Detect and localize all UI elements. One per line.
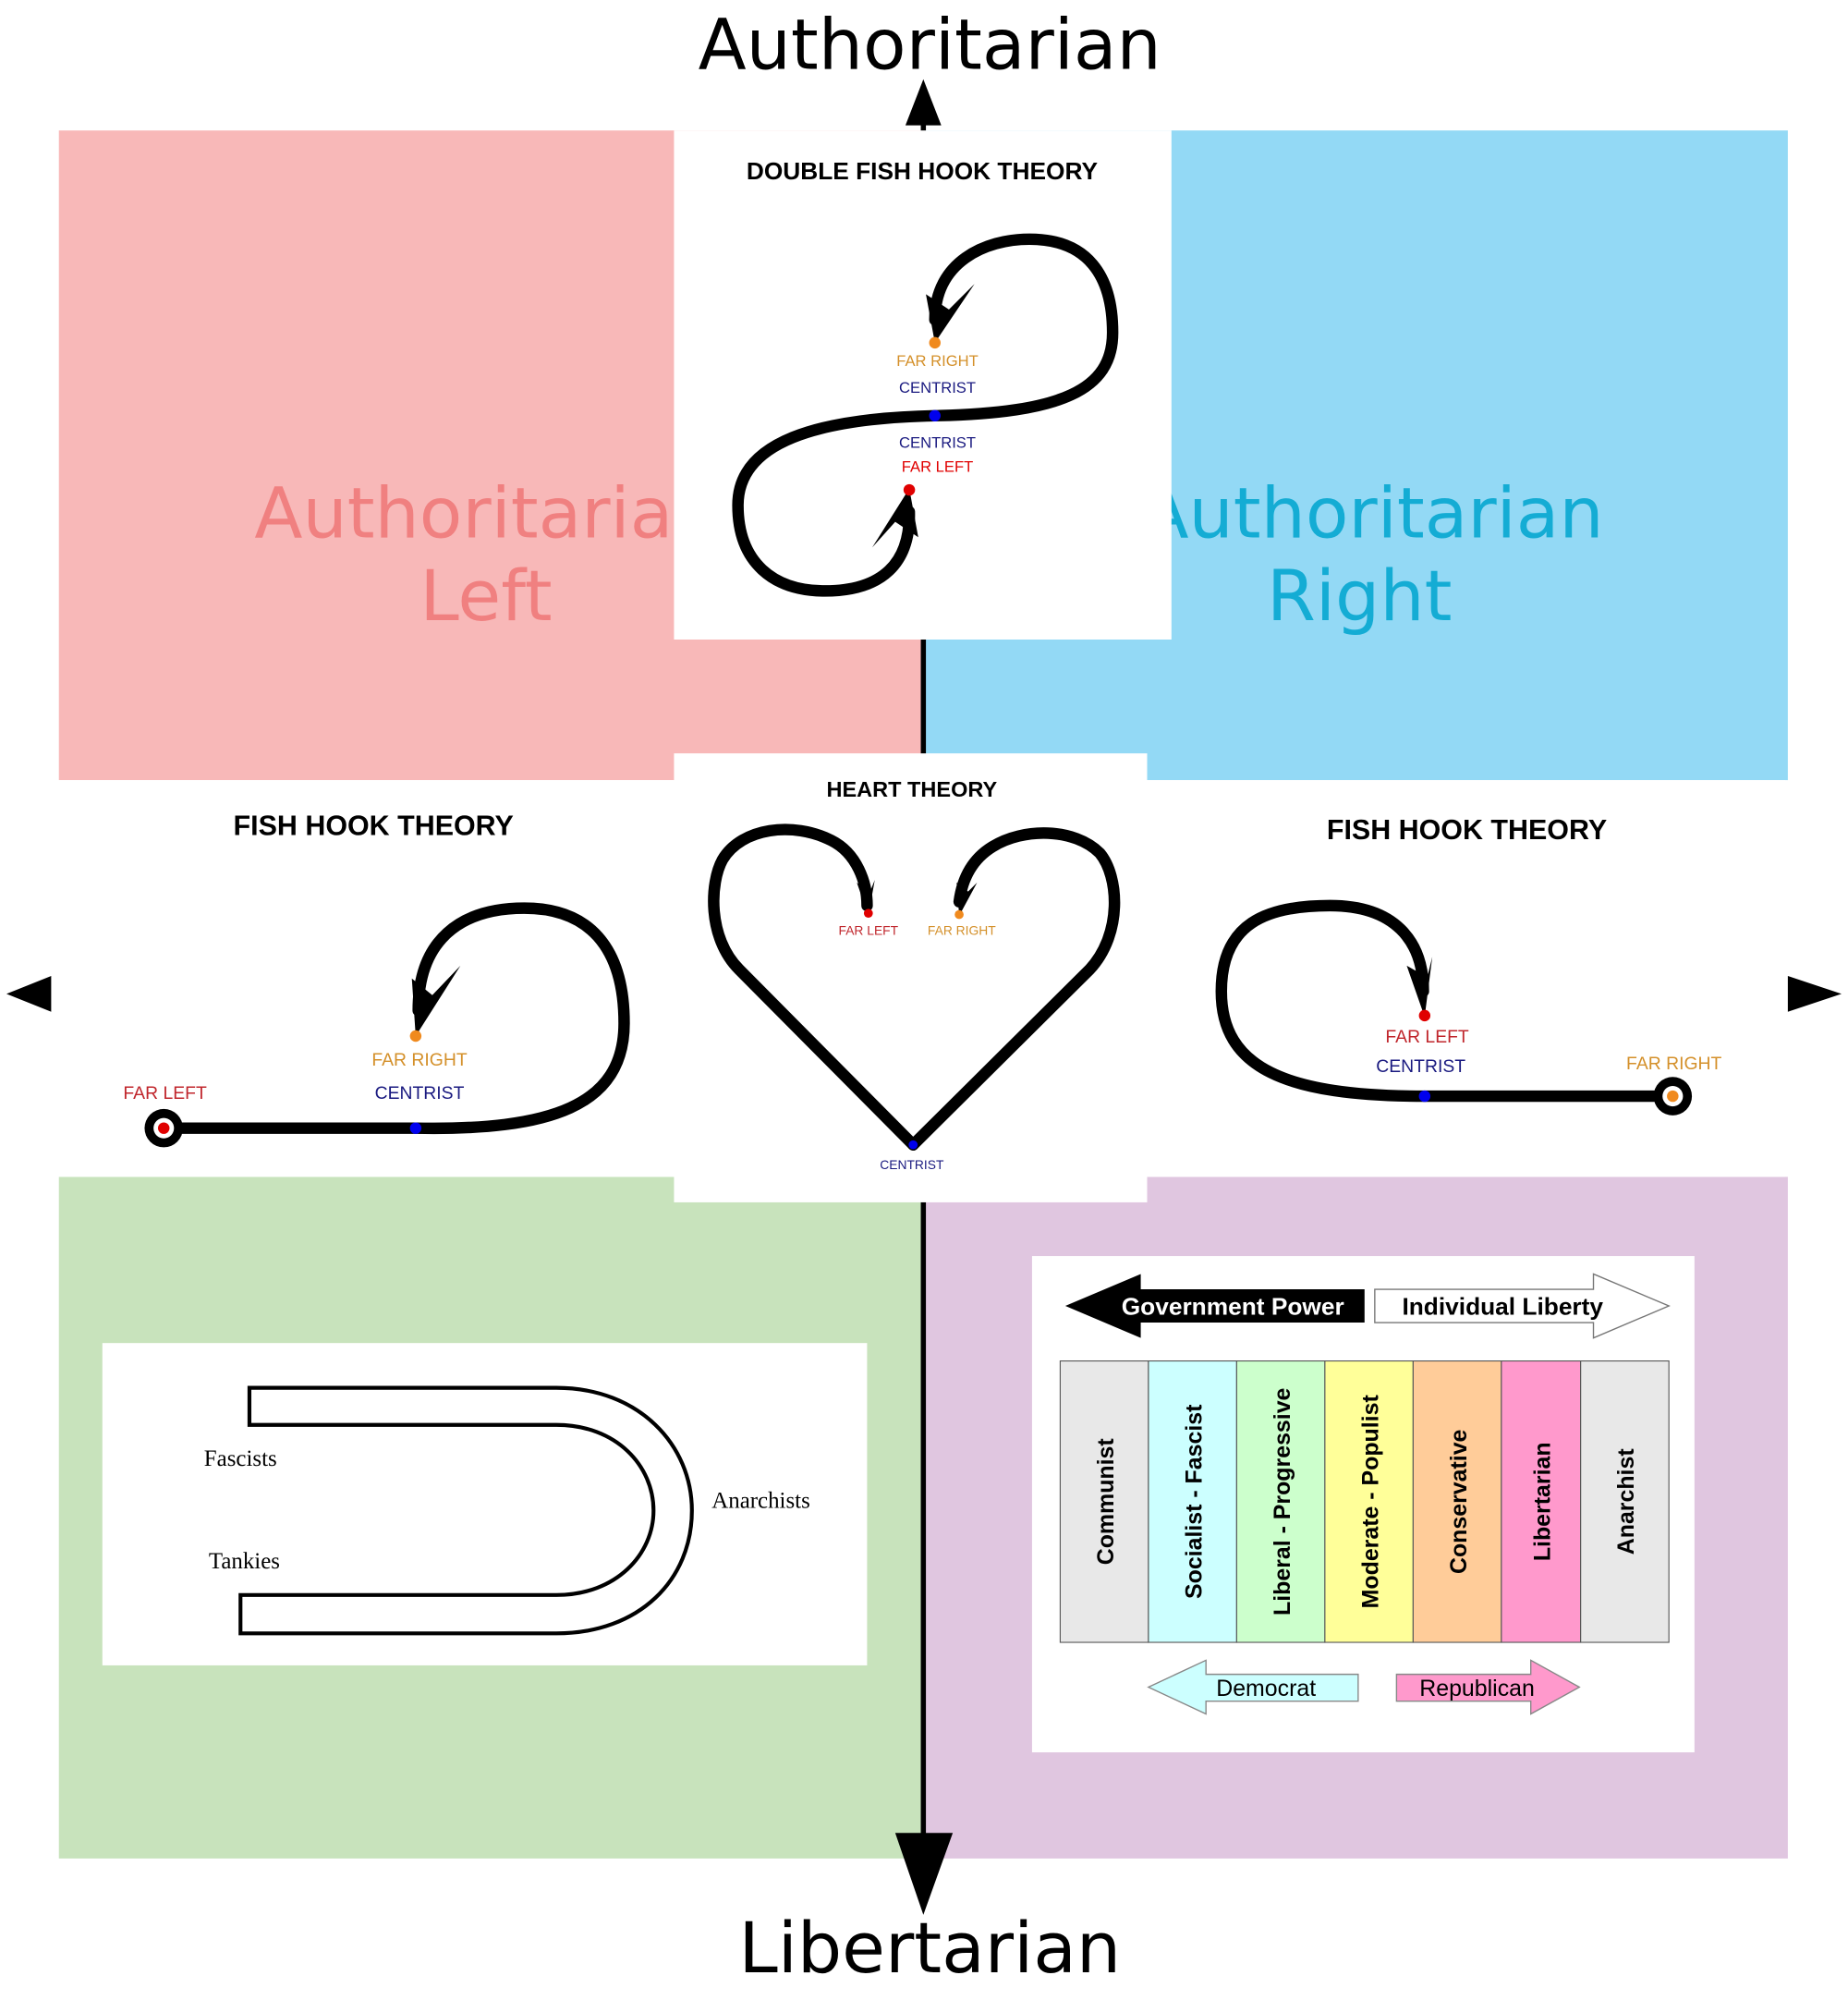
label-far-left: FAR LEFT [902, 458, 973, 476]
label-centrist: CENTRIST [375, 1083, 465, 1104]
government-power-arrow [1064, 1274, 1365, 1338]
quadrant-label-line2: Left [419, 555, 552, 637]
panel-title: FISH HOOK THEORY [234, 811, 514, 842]
down-arrow-icon [894, 1833, 954, 1915]
left-arrow-icon [6, 975, 52, 1012]
spectrum-column-label: Communist [1093, 1438, 1119, 1565]
republican-arrow [1395, 1659, 1581, 1715]
spectrum-column-label: Liberal - Progressive [1270, 1388, 1295, 1616]
spectrum-column-label: Anarchist [1613, 1448, 1639, 1555]
spectrum-column [1580, 1360, 1670, 1643]
horseshoe-panel: Fascists Tankies Anarchists [102, 1343, 868, 1665]
democrat-arrow [1147, 1659, 1359, 1715]
right-arrow-icon [1787, 975, 1842, 1012]
label-democrat: Democrat [1216, 1676, 1316, 1701]
label-far-right: FAR RIGHT [928, 923, 996, 938]
label-tankies: Tankies [209, 1549, 280, 1574]
spectrum-column-label: Conservative [1446, 1430, 1472, 1574]
spectrum-column [1235, 1360, 1326, 1643]
up-arrow-icon [905, 79, 942, 126]
label-far-right: FAR RIGHT [896, 352, 979, 370]
spectrum-panel: Government Power Individual Liberty Comm… [1031, 1256, 1695, 1753]
label-far-right: FAR RIGHT [371, 1050, 467, 1070]
axis-label-authoritarian: Authoritarian [699, 4, 1161, 86]
panel-title: HEART THEORY [827, 777, 998, 801]
label-centrist: CENTRIST [899, 379, 976, 396]
label-far-left: FAR LEFT [839, 923, 899, 938]
axis-label-libertarian: Libertarian [738, 1907, 1121, 1989]
label-centrist: CENTRIST [1376, 1056, 1465, 1077]
spectrum-column-label: Socialist - Fascist [1181, 1405, 1207, 1599]
label-republican: Republican [1419, 1676, 1535, 1701]
heart-theory-panel: HEART THEORY FAR LEFT FAR RIGHT CENTRIST [674, 753, 1148, 1202]
fish-hook-left-panel: FISH HOOK THEORY FAR LEFT FAR RIGHT CENT… [51, 780, 675, 1177]
double-fish-hook-panel: DOUBLE FISH HOOK THEORY FAR RIGHT CENTRI… [674, 130, 1172, 640]
fish-hook-right-panel: FISH HOOK THEORY FAR LEFT CENTRIST FAR R… [1147, 780, 1786, 1177]
spectrum-column [1501, 1360, 1582, 1643]
spectrum-column-label: Moderate - Populist [1357, 1395, 1383, 1608]
spectrum-column [1148, 1360, 1237, 1643]
spectrum-column [1059, 1360, 1149, 1643]
label-government-power: Government Power [1122, 1293, 1344, 1321]
label-far-right: FAR RIGHT [1626, 1054, 1721, 1074]
spectrum-column-label: Libertarian [1529, 1442, 1555, 1561]
label-far-left: FAR LEFT [1385, 1027, 1469, 1047]
quadrant-label-line1: Authoritarian [1140, 471, 1603, 554]
quadrant-label-line2: Right [1267, 555, 1452, 637]
label-centrist: CENTRIST [880, 1157, 944, 1172]
spectrum-column [1412, 1360, 1502, 1643]
spectrum-column [1324, 1360, 1414, 1643]
label-far-left: FAR LEFT [123, 1083, 207, 1104]
panel-title: DOUBLE FISH HOOK THEORY [747, 157, 1099, 185]
quadrant-label-line1: Authoritarian [254, 471, 717, 554]
label-anarchists: Anarchists [711, 1489, 810, 1514]
label-centrist: CENTRIST [899, 433, 976, 451]
panel-title: FISH HOOK THEORY [1327, 814, 1607, 846]
individual-liberty-arrow [1374, 1273, 1671, 1339]
label-fascists: Fascists [204, 1446, 277, 1471]
label-individual-liberty: Individual Liberty [1402, 1293, 1603, 1321]
